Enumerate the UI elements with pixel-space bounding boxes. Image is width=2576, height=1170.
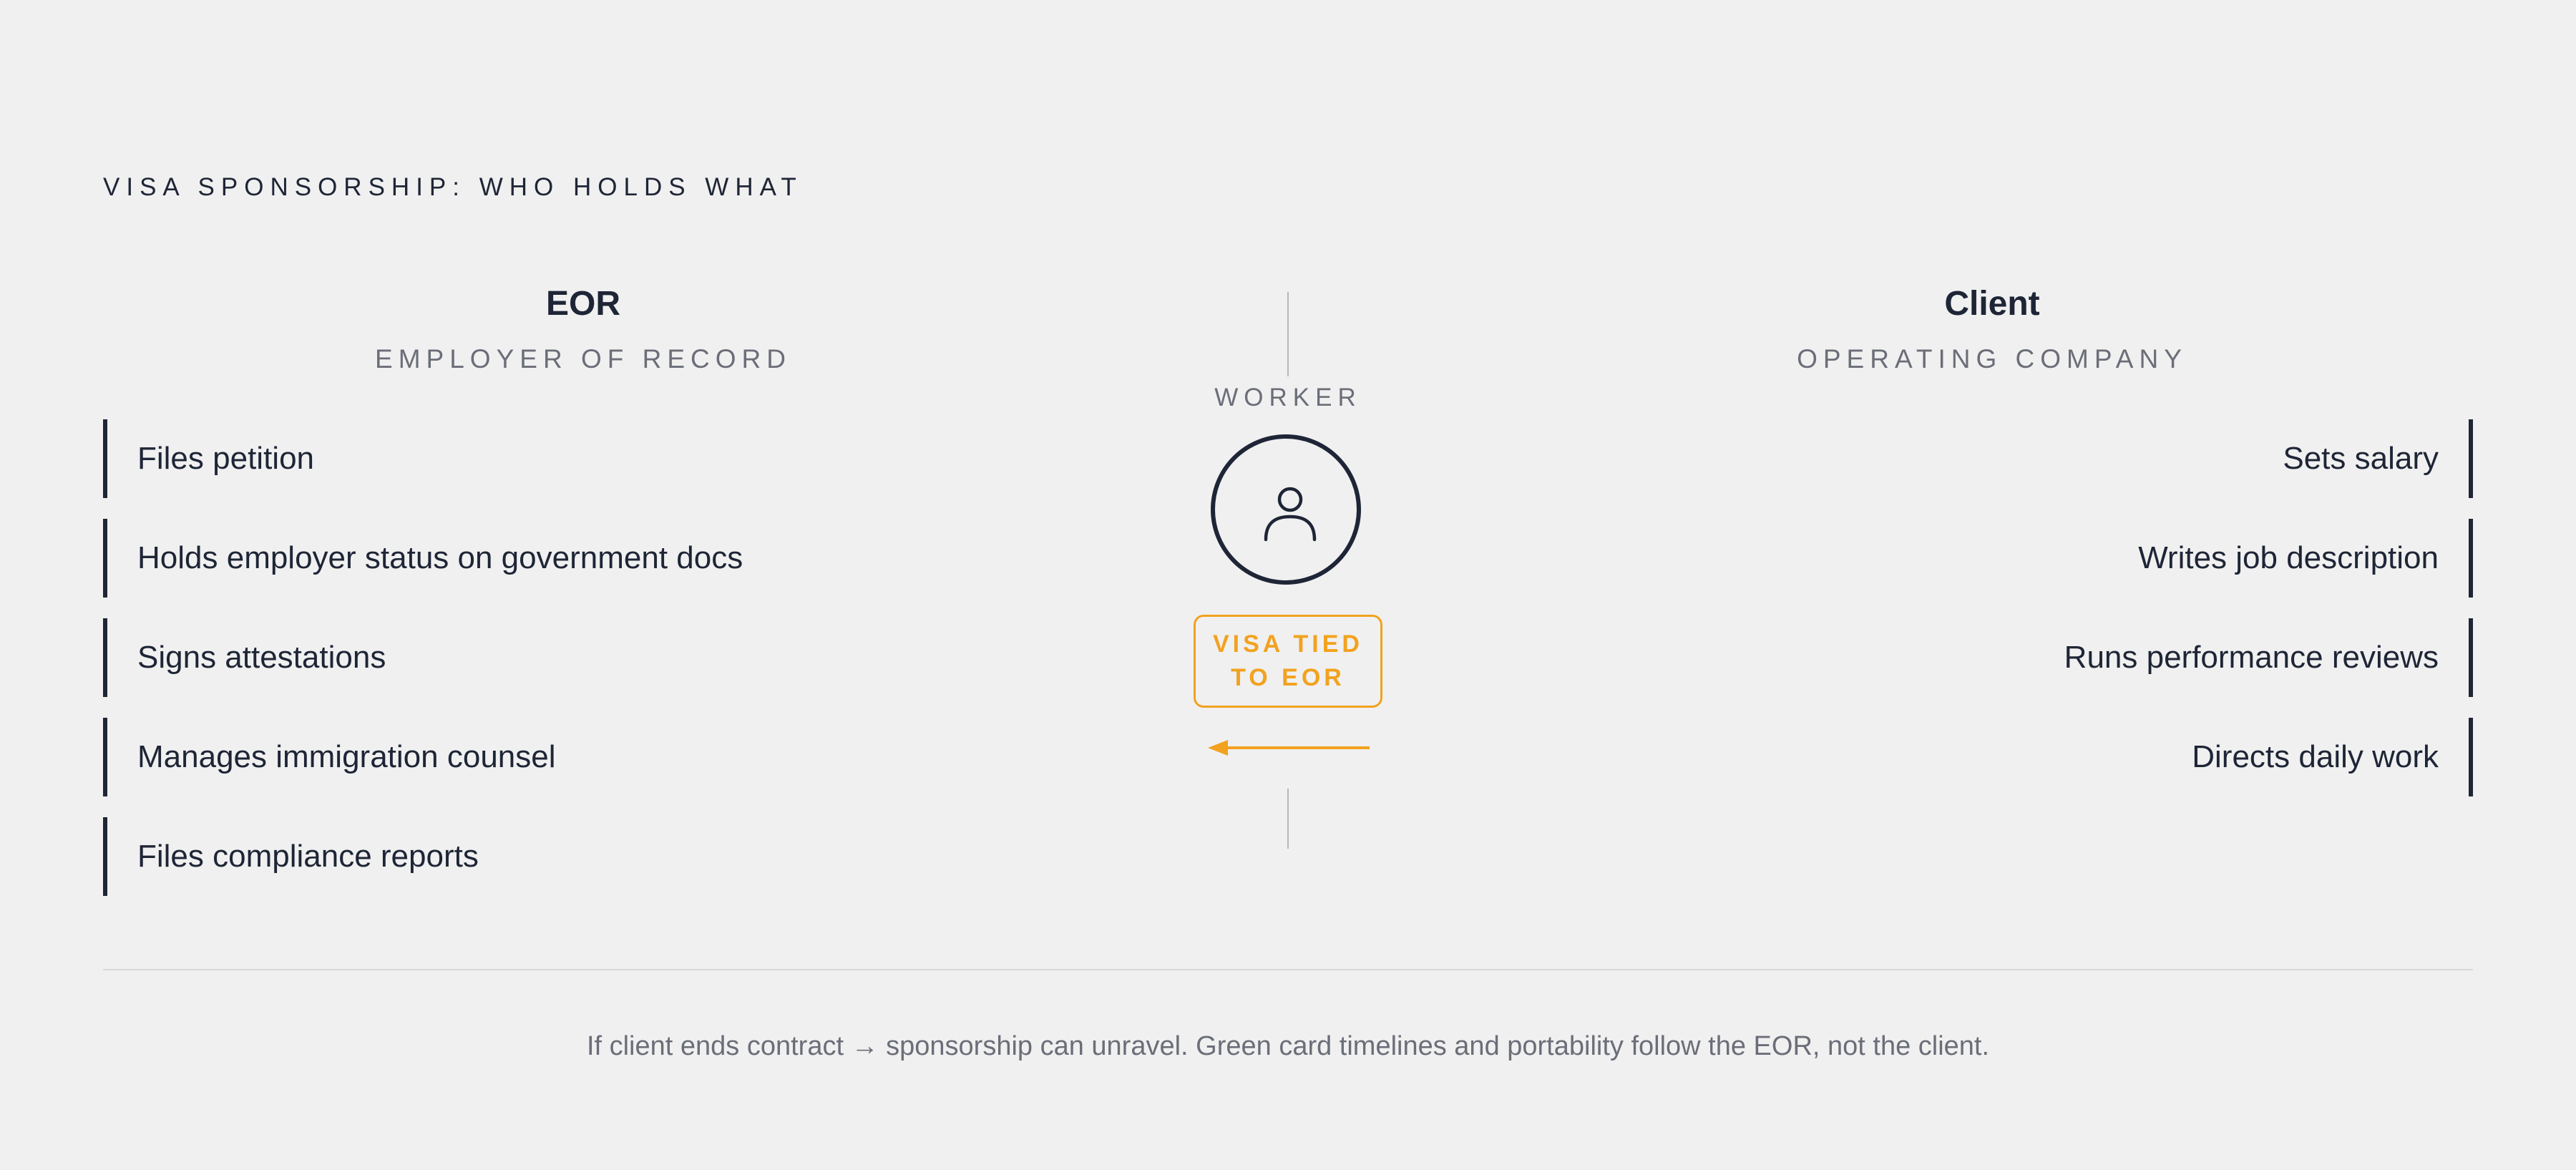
client-responsibility-item: Writes job description <box>2064 519 2473 598</box>
eor-subtitle: EMPLOYER OF RECORD <box>375 344 791 374</box>
center-divider-top <box>1287 292 1289 376</box>
eor-title: EOR <box>545 285 620 323</box>
visa-tied-badge: VISA TIED TO EOR <box>1194 615 1382 708</box>
client-responsibilities-list: Sets salary Writes job description Runs … <box>2064 419 2473 817</box>
client-subtitle: OPERATING COMPANY <box>1797 344 2187 374</box>
arrow-left-icon <box>1208 740 1370 756</box>
eor-responsibility-item: Manages immigration counsel <box>103 718 743 796</box>
eor-responsibility-item: Files compliance reports <box>103 817 743 896</box>
client-title: Client <box>1944 285 2040 323</box>
visa-badge-label: VISA TIED TO EOR <box>1213 630 1363 691</box>
eor-responsibilities-list: Files petition Holds employer status on … <box>103 419 743 917</box>
eor-responsibility-item: Files petition <box>103 419 743 498</box>
client-responsibility-item: Runs performance reviews <box>2064 618 2473 697</box>
worker-node <box>1211 434 1361 585</box>
eor-responsibility-item: Signs attestations <box>103 618 743 697</box>
eor-responsibility-item: Holds employer status on government docs <box>103 519 743 598</box>
footer-divider <box>103 969 2473 970</box>
center-divider-bottom <box>1287 789 1289 849</box>
diagram-eyebrow-title: VISA SPONSORSHIP: WHO HOLDS WHAT <box>103 173 803 201</box>
person-icon <box>1264 487 1317 542</box>
client-responsibility-item: Sets salary <box>2064 419 2473 498</box>
client-responsibility-item: Directs daily work <box>2064 718 2473 796</box>
worker-label: WORKER <box>1214 384 1362 411</box>
footnote: If client ends contract → sponsorship ca… <box>586 1031 1990 1061</box>
